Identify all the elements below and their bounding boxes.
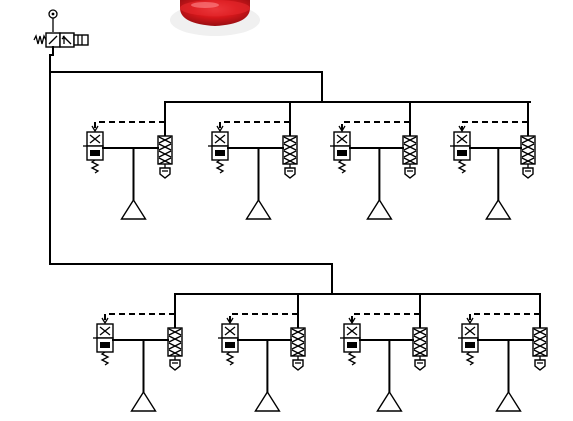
vacuum-cup <box>130 390 157 412</box>
branch-unit-u1 <box>83 117 173 220</box>
filter-element <box>532 309 548 371</box>
branch-unit-l3 <box>340 309 428 412</box>
pilot-check-valve <box>458 323 479 366</box>
pilot-line <box>469 313 540 322</box>
branch-unit-u2 <box>208 117 298 220</box>
pilot-check-valve <box>208 131 229 174</box>
filter-element <box>167 309 183 371</box>
upper-branch-group <box>83 101 536 220</box>
pilot-check-valve <box>218 323 239 366</box>
main-supply-lines <box>49 54 333 295</box>
filter-element <box>282 117 298 179</box>
emergency-stop-button[interactable] <box>170 0 260 36</box>
pilot-check-valve <box>340 323 361 366</box>
pilot-line <box>461 121 528 130</box>
vacuum-cup <box>254 390 281 412</box>
pilot-check-valve <box>83 131 104 174</box>
branch-unit-u3 <box>330 117 418 220</box>
filter-element <box>402 117 418 179</box>
pilot-line <box>341 121 410 130</box>
pilot-check-valve <box>450 131 471 174</box>
branch-unit-u4 <box>450 117 536 220</box>
vacuum-cup <box>245 198 272 220</box>
branch-unit-l4 <box>458 309 548 412</box>
supply-solenoid-valve <box>33 9 89 56</box>
vacuum-cup <box>495 390 522 412</box>
pilot-line <box>94 121 165 130</box>
pilot-check-valve <box>93 323 114 366</box>
filter-element <box>290 309 306 371</box>
pilot-line <box>229 313 298 322</box>
pilot-line <box>219 121 290 130</box>
pilot-check-valve <box>330 131 351 174</box>
pilot-line <box>104 313 175 322</box>
branch-unit-l2 <box>218 309 306 412</box>
vacuum-cup <box>485 198 512 220</box>
filter-element <box>157 117 173 179</box>
vacuum-cup <box>376 390 403 412</box>
branch-unit-l1 <box>93 309 183 412</box>
filter-element <box>520 117 536 179</box>
vacuum-cup <box>366 198 393 220</box>
filter-element <box>412 309 428 371</box>
lower-branch-group <box>93 293 548 412</box>
pilot-line <box>351 313 420 322</box>
vacuum-cup <box>120 198 147 220</box>
